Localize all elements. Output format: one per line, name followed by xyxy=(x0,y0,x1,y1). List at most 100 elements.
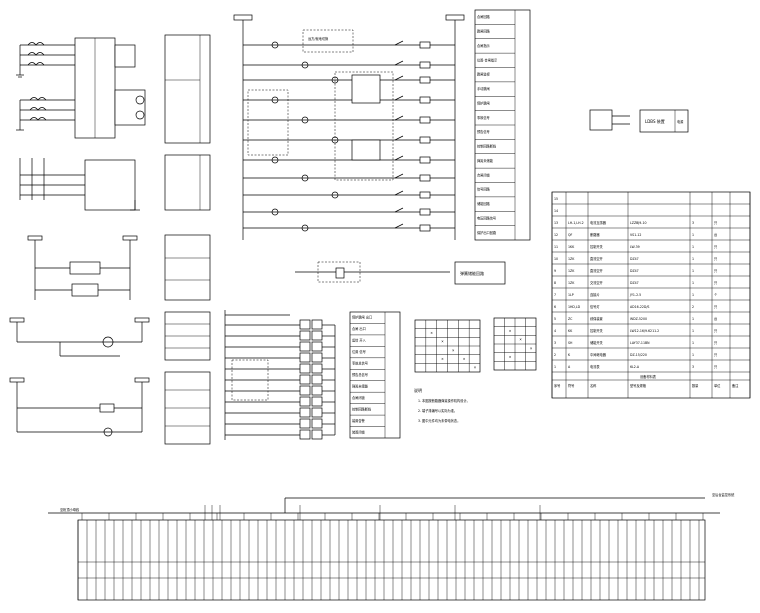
right-column-label: 电压回路信号 xyxy=(477,215,496,220)
equipment-cell: 电流互感器 xyxy=(590,220,607,225)
bottom-terminal-strip: 至柜顶小母线 至后台监控系统 xyxy=(48,492,735,601)
contact-node xyxy=(301,174,309,182)
table-mark: × xyxy=(463,357,466,361)
equipment-cell: KK xyxy=(568,329,573,333)
terminal-cell xyxy=(299,407,311,418)
switch-truth-table-1: ×××××× xyxy=(414,319,481,373)
terminal-cell xyxy=(299,363,311,374)
switch-contact xyxy=(394,190,404,196)
right-column-label: 手动跳闸 xyxy=(477,86,490,91)
equipment-cell: 3 xyxy=(554,341,556,345)
note-2: 2. 端子排编号以实际为准。 xyxy=(418,408,457,413)
relay-coil xyxy=(419,156,431,164)
equipment-cell: 14 xyxy=(554,209,558,213)
contact-node xyxy=(301,61,309,69)
table-mark: × xyxy=(519,338,522,342)
terminal-cell xyxy=(299,330,311,341)
equipment-cell: 5 xyxy=(554,317,556,321)
equipment-cell: 1 xyxy=(692,317,694,321)
switch-contact xyxy=(394,60,404,66)
relay-coil xyxy=(419,116,431,124)
ct-circuit-second xyxy=(16,97,75,131)
label-boxes-col2 xyxy=(164,34,211,445)
switch-contact xyxy=(394,75,404,81)
spring-box-label: 弹簧储能回路 xyxy=(460,270,484,276)
table-mark: × xyxy=(441,340,444,344)
equipment-cell: QF xyxy=(568,233,573,237)
terminal-cell xyxy=(311,330,323,341)
equipment-cell: 信号灯 xyxy=(590,304,600,309)
equipment-cell: 只 xyxy=(714,281,717,285)
equipment-cell: 断路器 xyxy=(590,232,600,237)
terminal-cell xyxy=(311,319,323,330)
equipment-cell: 交流空开 xyxy=(590,280,604,285)
equipment-cell: 直流空开 xyxy=(590,256,604,261)
relay-coil xyxy=(419,208,431,216)
switch-contact xyxy=(394,155,404,161)
right-column-label: 位置·合闸指示 xyxy=(477,57,497,62)
equipment-cell: 1 xyxy=(692,233,694,237)
relay-coil xyxy=(419,191,431,199)
equipment-cell: LAY37-11BN xyxy=(630,341,650,345)
equipment-header-cell: 名称 xyxy=(590,383,597,388)
equipment-cell: 10 xyxy=(554,257,558,261)
switch-contact xyxy=(394,115,404,121)
pt-circuit xyxy=(19,158,140,211)
equipment-cell: DZ47 xyxy=(630,281,639,285)
equipment-header-cell: 符号 xyxy=(568,383,574,388)
terminal-cell xyxy=(311,396,323,407)
terminal-table-label: 位置 信号 xyxy=(352,349,366,354)
equipment-cell: 9 xyxy=(554,269,556,273)
terminal-table-label: 装置告警 xyxy=(352,418,366,423)
terminal-cell xyxy=(299,396,311,407)
relay-coil xyxy=(419,41,431,49)
equipment-cell: 1 xyxy=(692,257,694,261)
right-column-label: 事故信号 xyxy=(477,115,490,120)
equipment-cell: 1 xyxy=(692,245,694,249)
equipment-cell: 3 xyxy=(692,221,694,225)
equipment-cell: DZ47 xyxy=(630,269,639,273)
equipment-cell: WDZ-5200 xyxy=(630,317,647,321)
terminal-cell xyxy=(299,374,311,385)
equipment-header-cell: 单位 xyxy=(714,383,721,388)
equipment-cell: 11 xyxy=(554,245,558,249)
terminal-table-label: 控制回路断线 xyxy=(352,406,372,411)
table-mark: × xyxy=(474,366,477,370)
right-column-label: 弹簧未储能 xyxy=(477,158,494,163)
equipment-cell: 1 xyxy=(692,293,694,297)
small-relay-circuit xyxy=(27,235,138,300)
equipment-cell: 1 xyxy=(692,329,694,333)
equipment-header-cell: 备注 xyxy=(732,383,739,388)
equipment-header-cell: 数量 xyxy=(692,383,699,388)
terminal-table-label: 装置闭锁 xyxy=(352,429,366,434)
equipment-cell: LW-39 xyxy=(630,245,640,249)
switch-truth-table-2: ×××× xyxy=(493,317,537,371)
terminal-cell xyxy=(299,352,311,363)
terminal-cell xyxy=(311,418,323,429)
equipment-cell: 15 xyxy=(554,197,558,201)
equipment-cell: 1 xyxy=(554,365,556,369)
terminal-cell xyxy=(299,385,311,396)
ldbs-device: LDBS 装置 电源 xyxy=(589,109,689,133)
equipment-cell: AD16-22D/S xyxy=(630,305,649,309)
equipment-cell: 8 xyxy=(554,281,556,285)
contact-node xyxy=(271,41,279,49)
equipment-cell: ZC xyxy=(568,317,573,321)
right-column-label: 储能回路 xyxy=(477,201,491,206)
equipment-cell: 1KK xyxy=(568,245,575,249)
switch-contact xyxy=(394,95,404,101)
terminal-cell xyxy=(311,352,323,363)
ldbs-label: LDBS 装置 xyxy=(645,118,665,124)
contact-node xyxy=(271,156,279,164)
equipment-cell: 只 xyxy=(714,305,717,309)
heater-circuit xyxy=(9,377,150,437)
right-column-label: 预告信号 xyxy=(477,129,490,134)
ldbs-side-label: 电源 xyxy=(677,119,684,124)
note-3: 3. 图中元件均为未带电状态。 xyxy=(418,418,460,423)
terminal-table-label: 合闸 出口 xyxy=(352,326,366,331)
terminal-table-label: 合闸闭锁 xyxy=(352,395,366,400)
terminal-cell xyxy=(299,341,311,352)
relay-coil xyxy=(419,96,431,104)
